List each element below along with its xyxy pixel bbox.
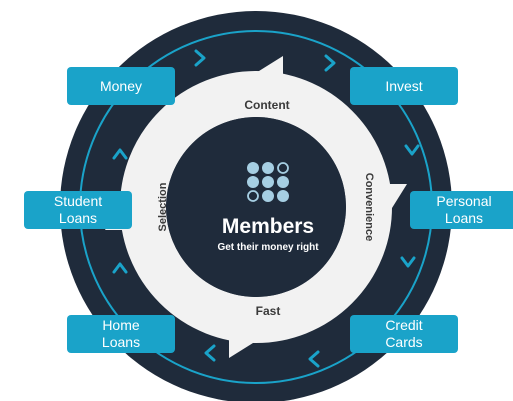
ring-arrowheads xyxy=(105,56,407,358)
ring-label-right: Convenience xyxy=(363,173,375,241)
chevron-arrow-icon xyxy=(112,262,128,274)
arrowhead-right xyxy=(347,184,407,232)
chevron-arrow-icon xyxy=(404,144,420,156)
box-home-loans: Home Loans xyxy=(67,315,175,353)
arrowhead-top xyxy=(235,56,283,116)
chevron-arrow-icon xyxy=(308,350,320,368)
chevron-arrow-icon xyxy=(400,256,416,268)
box-money: Money xyxy=(67,67,175,105)
orbit-chevrons xyxy=(112,49,420,368)
chevron-arrow-icon xyxy=(324,54,336,72)
center-subtitle: Get their money right xyxy=(217,242,319,253)
box-personal-loans: Personal Loans xyxy=(410,191,513,229)
chevron-arrow-icon xyxy=(112,148,128,160)
chevron-arrow-icon xyxy=(204,344,216,362)
box-credit-cards: Credit Cards xyxy=(350,315,458,353)
ring-label-bottom: Fast xyxy=(256,304,281,318)
box-invest: Invest xyxy=(350,67,458,105)
ring-label-left: Selection xyxy=(157,182,169,231)
chevron-arrow-icon xyxy=(194,49,206,67)
arrowhead-bottom xyxy=(229,298,277,358)
inner-disc xyxy=(166,117,346,297)
box-student-loans: Student Loans xyxy=(24,191,132,229)
grid-dots-logo-icon xyxy=(247,162,289,202)
ring-label-top: Content xyxy=(244,98,289,112)
center-title: Members xyxy=(222,215,314,238)
